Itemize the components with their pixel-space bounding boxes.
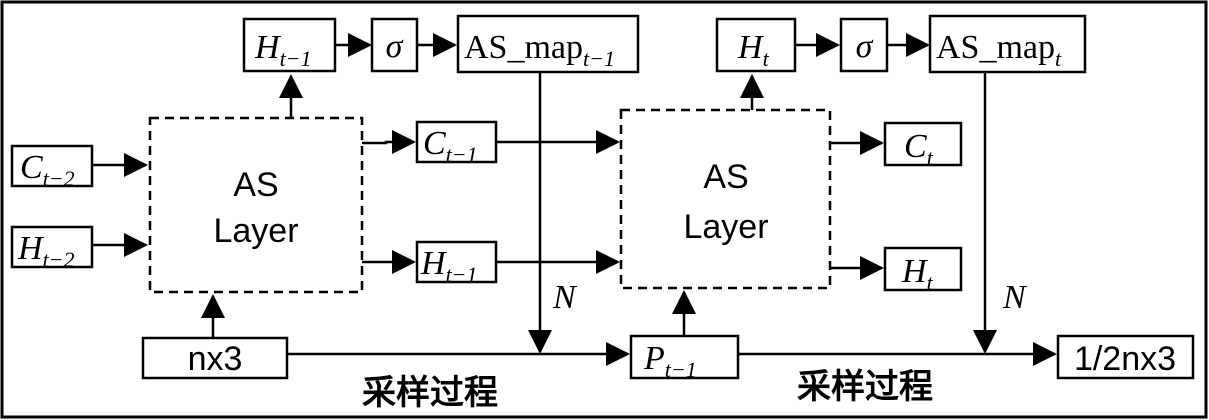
as-layer-2: AS Layer (619, 108, 832, 290)
svg-text:AS_mapt: AS_mapt (936, 29, 1062, 71)
as-layer-1: AS Layer (148, 116, 364, 294)
n-label-1: N (552, 279, 578, 316)
svg-text:1/2nx3: 1/2nx3 (1074, 340, 1176, 378)
svg-text:Ct: Ct (904, 128, 934, 170)
sigmoid-box-1: σ (370, 17, 419, 73)
hidden-state-prev-mid: Ht−1 (415, 240, 498, 287)
svg-text:Pt−1: Pt−1 (643, 340, 697, 382)
svg-text:nx3: nx3 (188, 340, 243, 378)
input-c-prev2: Ct−2 (10, 144, 94, 191)
cell-state-cur-out: Ct (883, 121, 963, 170)
as-layer-2-line2: Layer (683, 208, 768, 246)
svg-text:Ht−2: Ht−2 (17, 230, 75, 272)
as-layer-1-line2: Layer (213, 212, 298, 250)
sampling-label-2: 采样过程 (797, 367, 933, 407)
points-output: 1/2nx3 (1056, 334, 1195, 380)
sigmoid-box-2: σ (839, 17, 889, 73)
as-layer-1-line1: AS (233, 166, 278, 204)
svg-text:AS_mapt−1: AS_mapt−1 (464, 29, 615, 71)
sampling-label-1: 采样过程 (362, 373, 498, 413)
points-prev: Pt−1 (629, 334, 740, 382)
cell-state-prev-mid: Ct−1 (415, 120, 498, 167)
svg-text:Ct−1: Ct−1 (423, 125, 478, 167)
svg-text:Ct−2: Ct−2 (20, 149, 75, 191)
as-map-cur: AS_mapt (928, 14, 1087, 74)
as-layer-2-line1: AS (703, 158, 748, 196)
svg-text:σ: σ (386, 28, 404, 65)
hidden-state-cur-out: Ht (883, 246, 963, 295)
svg-text:Ht: Ht (737, 29, 770, 71)
points-input: nx3 (141, 336, 289, 380)
connectors (92, 33, 1057, 366)
hidden-state-prev-top: Ht−1 (242, 17, 337, 73)
n-label-2: N (1002, 279, 1028, 316)
as-map-prev: AS_mapt−1 (456, 14, 640, 74)
svg-text:σ: σ (856, 28, 874, 65)
input-h-prev2: Ht−2 (10, 225, 94, 272)
svg-text:Ht−1: Ht−1 (420, 245, 478, 287)
hidden-state-cur-top: Ht (715, 17, 797, 73)
svg-text:Ht−1: Ht−1 (254, 29, 312, 71)
svg-text:Ht: Ht (901, 253, 934, 295)
